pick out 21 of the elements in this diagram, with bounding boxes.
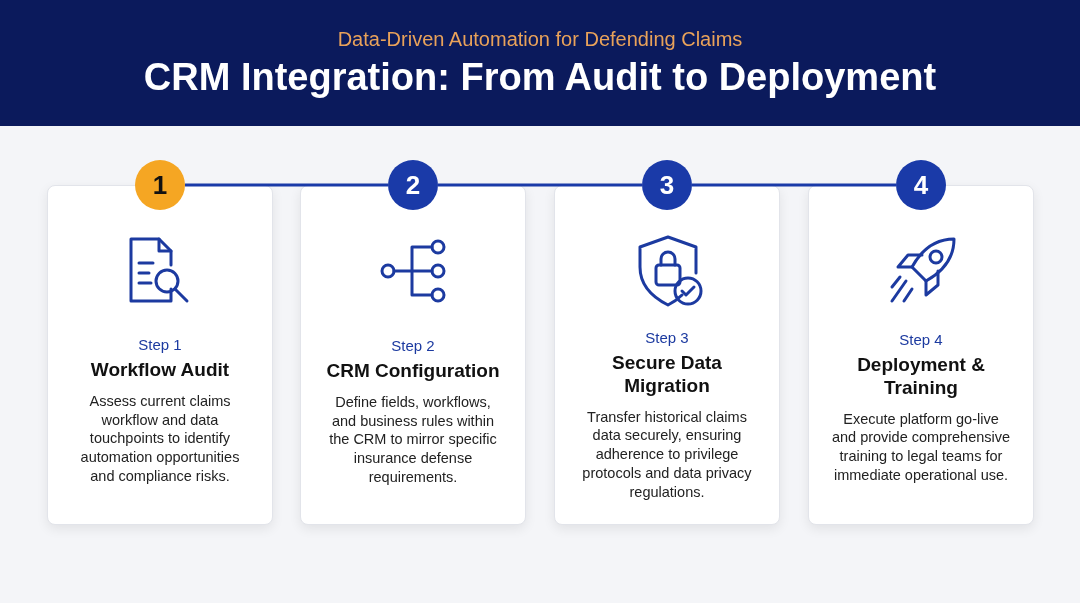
step-label: Step 1	[137, 336, 183, 353]
step-label: Step 4	[898, 331, 944, 348]
subtitle: Data-Driven Automation for Defending Claims	[336, 28, 744, 51]
step-title: Workflow Audit	[89, 359, 231, 382]
step-description: Assess current claims workflow and data touchpoints to identify automation opportunities and compliance risks.	[79, 391, 241, 486]
title: CRM Integration: From Audit to Deployment	[142, 56, 938, 99]
step-title: Deployment & Training	[856, 354, 986, 400]
step-number-circle: 2	[388, 160, 438, 210]
step-number-circle: 4	[896, 160, 946, 210]
step-description: Define fields, workflows, and business rules within the CRM to mirror specific insurance defense requirements.	[328, 392, 498, 487]
step-number-circle: 3	[642, 160, 692, 210]
step-title: Secure Data Migration	[611, 352, 723, 398]
step-title: CRM Configuration	[325, 360, 501, 383]
connector-line	[185, 183, 388, 187]
step-label: Step 3	[644, 329, 690, 346]
connector-line	[692, 183, 896, 187]
step-description: Execute platform go-live and provide comprehensive training to legal teams for immediate operational use.	[831, 409, 1011, 485]
step-number-circle: 1	[135, 160, 185, 210]
step-description: Transfer historical claims data securely, ensuring adherence to privilege protocols and data privacy regulations.	[581, 407, 753, 502]
step-label: Step 2	[390, 337, 436, 354]
connector-line	[438, 183, 642, 187]
